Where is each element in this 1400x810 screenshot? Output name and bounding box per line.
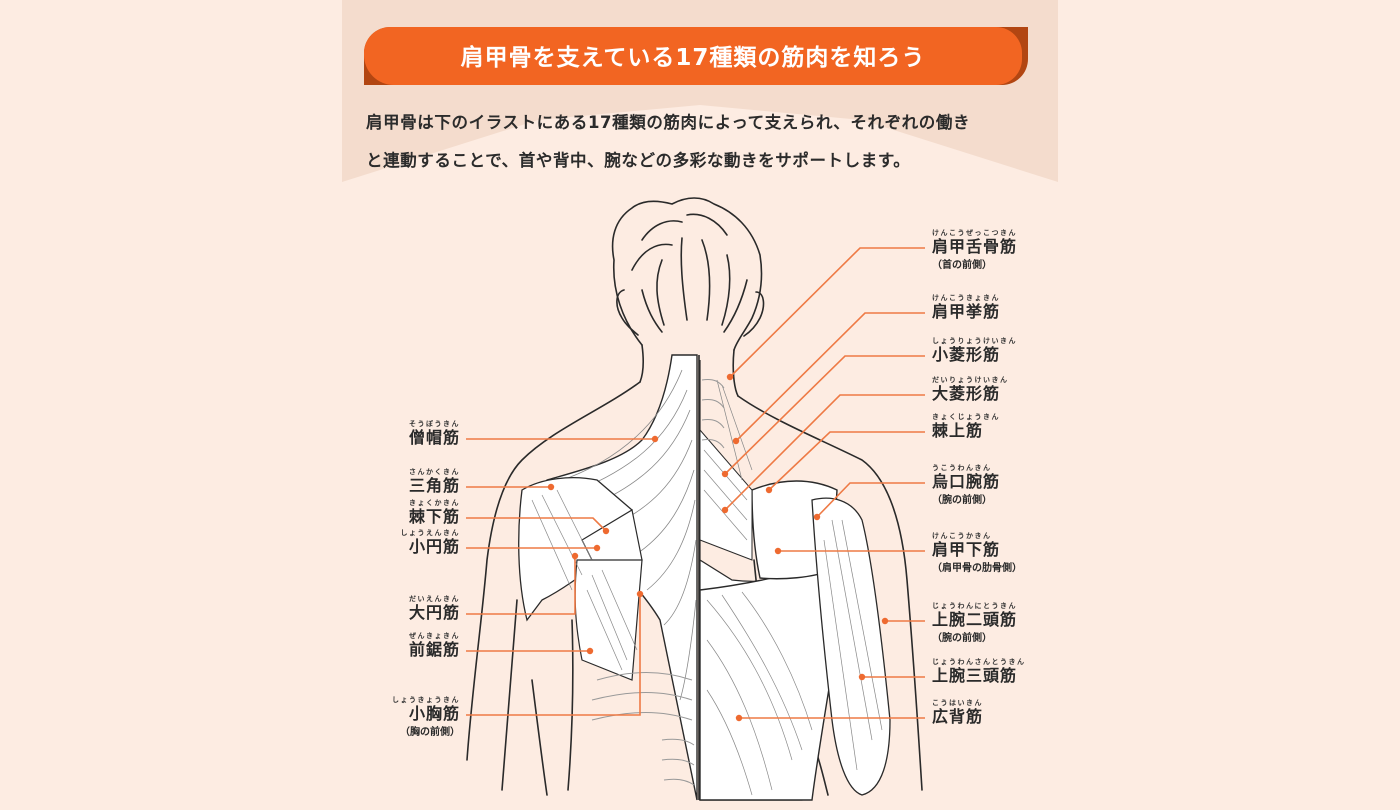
label-teres-major: だいえんきん 大円筋 [408,595,460,622]
title-banner: 肩甲骨を支えている17種類の筋肉を知ろう [364,27,1028,85]
label-teres-minor: しょうえんきん 小円筋 [400,529,460,556]
label-omohyoid: けんこうぜっこつきん 肩甲舌骨筋 （首の前側） [932,229,1018,271]
intro-line-1: 肩甲骨は下のイラストにある17種類の筋肉によって支えられ、それぞれの働き [366,113,971,132]
ribcage [591,672,695,786]
left-shoulder-muscles [518,477,643,681]
label-infraspinatus: きょくかきん 棘下筋 [408,499,460,526]
right-deep-muscles [699,360,891,801]
label-subscapularis: けんこうかきん 肩甲下筋 （肩甲骨の肋骨側） [932,532,1022,574]
label-supraspinatus: きょくじょうきん 棘上筋 [932,413,1000,440]
label-levator-scapulae: けんこうきょきん 肩甲挙筋 [932,294,1001,321]
back-muscle-illustration [466,197,925,801]
label-triceps-brachii: じょうわんさんとうきん 上腕三頭筋 [932,658,1026,685]
label-pectoralis-minor: しょうきょうきん 小胸筋 （胸の前側） [392,696,460,738]
label-deltoid: さんかくきん 三角筋 [408,468,460,495]
banner-body: 肩甲骨を支えている17種類の筋肉を知ろう [364,27,1022,85]
label-coracobrachialis: うこうわんきん 烏口腕筋 （腕の前側） [932,464,1001,506]
label-rhomboid-major: だいりょうけいきん 大菱形筋 [932,376,1009,403]
label-trapezius: そうぼうきん 僧帽筋 [408,420,460,447]
label-latissimus-dorsi: こうはいきん 広背筋 [932,699,984,726]
label-serratus-anterior: ぜんきょきん 前鋸筋 [408,632,460,659]
page-title: 肩甲骨を支えている17種類の筋肉を知ろう [460,45,926,71]
intro-line-2: と連動することで、首や背中、腕などの多彩な動きをサポートします。 [366,151,911,170]
label-rhomboid-minor: しょうりょうけいきん 小菱形筋 [932,337,1017,364]
infographic-panel: 肩甲骨を支えている17種類の筋肉を知ろう 肩甲骨は下のイラストにある17種類の筋… [342,0,1058,810]
intro-text: 肩甲骨は下のイラストにある17種類の筋肉によって支えられ、それぞれの働き と連動… [366,104,1038,180]
leader-lines [466,247,925,719]
leader-dots [547,373,889,722]
label-biceps-brachii: じょうわんにとうきん 上腕二頭筋 （腕の前側） [932,602,1018,644]
